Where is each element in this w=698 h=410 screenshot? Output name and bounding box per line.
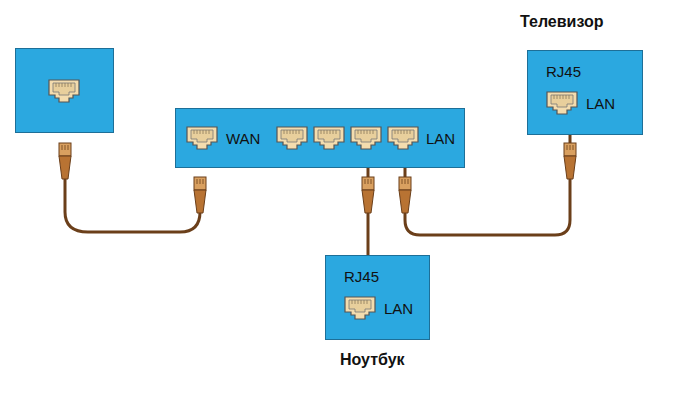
rj45-plug [59,143,71,179]
port-label: RJ45 [344,268,379,286]
rj45-plug [194,177,206,213]
rj45-port-icon [276,126,308,150]
wall-socket-box [16,49,114,133]
rj45-plug [399,177,411,213]
wall-port-icon [49,80,79,102]
port-label: LAN [384,300,413,318]
rj45-port-icon [186,126,218,150]
rj45-port-icon [350,126,382,150]
port-label: LAN [426,130,455,148]
device-box: RJ45LANНоутбук [325,255,430,340]
rj45-plug [362,177,374,213]
rj45-port-icon [387,126,419,150]
rj45-port-icon [546,91,578,115]
rj45-port-icon [344,296,376,320]
device-name: Телевизор [520,13,604,31]
device-box: ТелевизорRJ45LAN [527,50,643,135]
rj45-port-icon [313,126,345,150]
device-name: Ноутбук [340,351,405,369]
port-label: WAN [226,130,260,148]
port-label: LAN [586,95,615,113]
device-box: WAN LAN [175,108,465,168]
port-label: RJ45 [546,63,581,81]
rj45-plug [564,143,576,179]
